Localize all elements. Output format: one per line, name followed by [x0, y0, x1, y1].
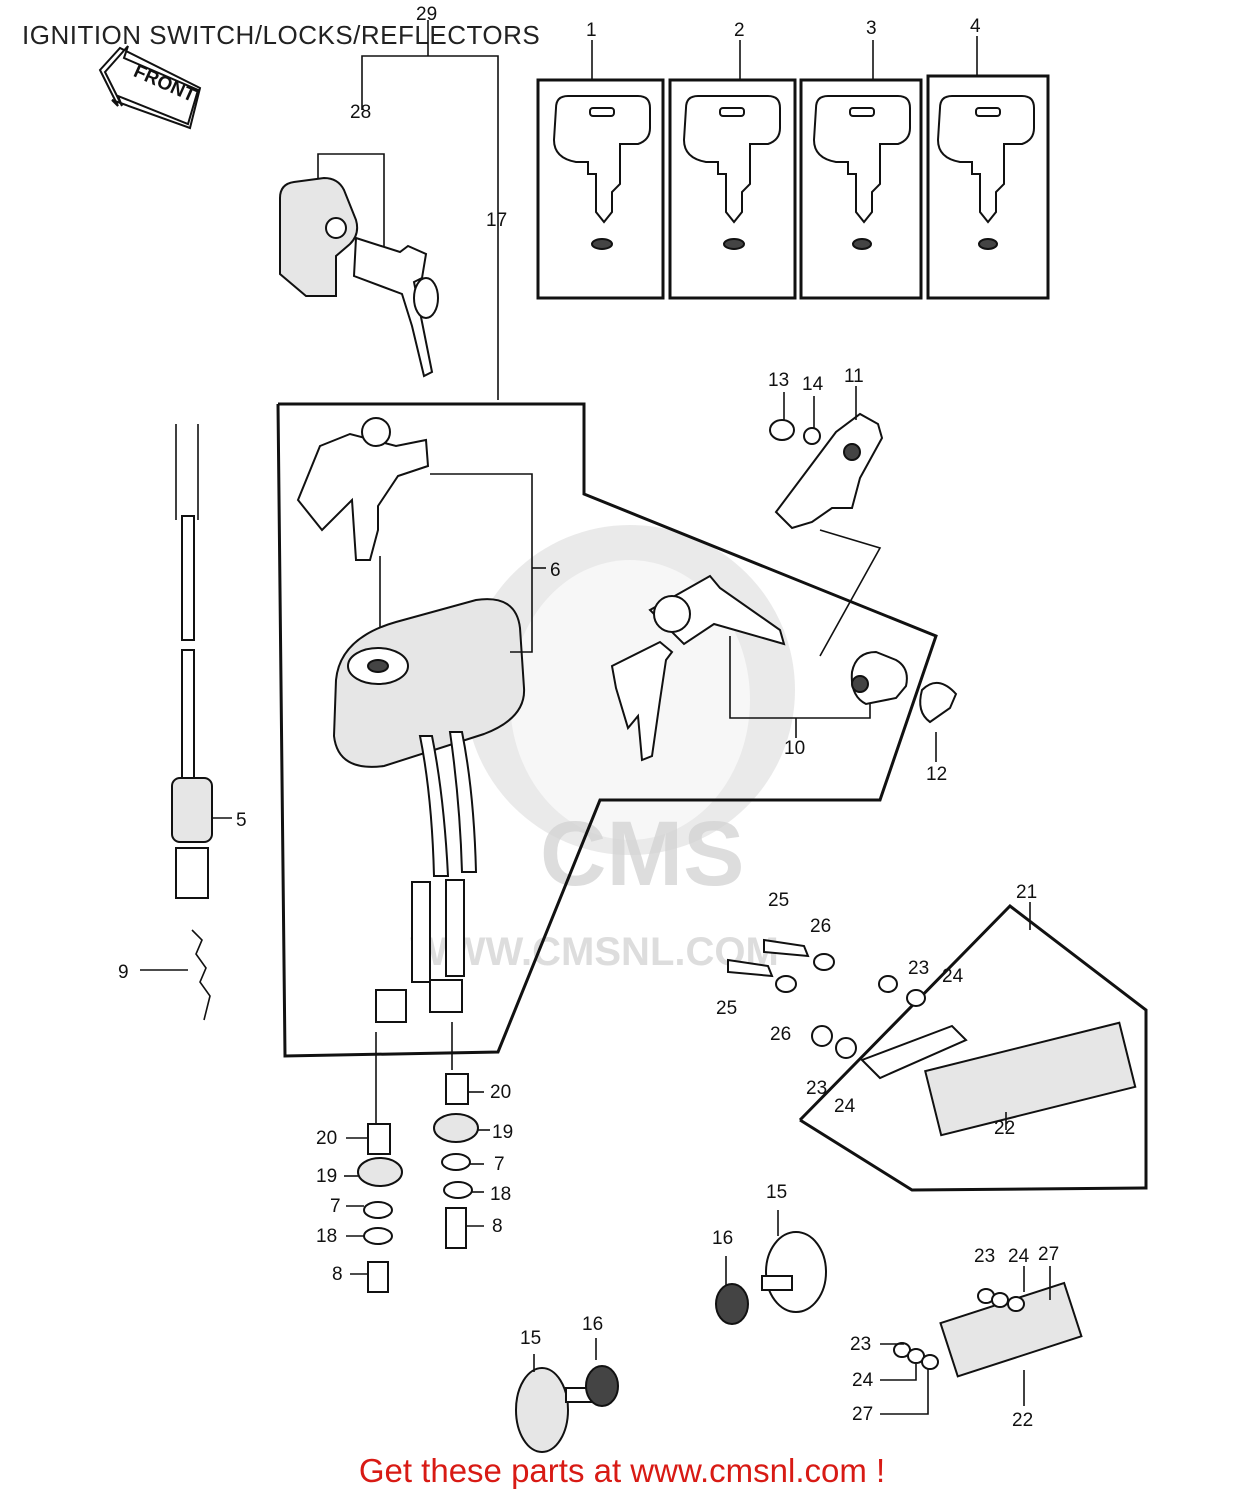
watermark: CMS WWW.CMSNL.COM	[410, 525, 795, 974]
callout-17: 17	[486, 210, 507, 231]
key-plate-1	[536, 78, 665, 300]
callout-16-lower: 16	[582, 1314, 603, 1335]
callout-9: 9	[118, 962, 129, 983]
watermark-url: WWW.CMSNL.COM	[410, 930, 779, 974]
callout-22-lower: 22	[1012, 1410, 1033, 1431]
ignition-switch-body	[296, 417, 546, 1130]
callout-5: 5	[236, 810, 247, 831]
callout-21: 21	[1016, 882, 1037, 903]
ignition-enclosure	[276, 402, 938, 1058]
callout-28: 28	[350, 102, 371, 123]
callout-16-upper: 16	[712, 1228, 733, 1249]
callout-13: 13	[768, 370, 789, 391]
callout-19-left: 19	[316, 1166, 337, 1187]
callout-11: 11	[844, 366, 864, 387]
callout-26-lower: 26	[770, 1024, 791, 1045]
reflector-15-upper	[715, 1210, 827, 1325]
key-plate-2	[668, 78, 797, 300]
key-plate-4	[926, 74, 1050, 300]
callout-labels: 29 28 17 1 2 3 4 13 14 11 6 5 9 10 12 21…	[118, 4, 1059, 1431]
callout-12: 12	[926, 764, 947, 785]
callout-6: 6	[550, 560, 561, 581]
callout-20-right: 20	[490, 1082, 511, 1103]
callout-23-upper: 23	[908, 958, 929, 979]
page-title: IGNITION SWITCH/LOCKS/REFLECTORS	[22, 20, 541, 50]
grommet-stack-left	[357, 1123, 403, 1293]
callout-22-upper: 22	[994, 1118, 1015, 1139]
footer-link-text[interactable]: Get these parts at www.cmsnl.com !	[358, 1452, 886, 1489]
callout-2: 2	[734, 20, 745, 41]
callout-24-upper: 24	[942, 966, 964, 987]
callout-27-right: 27	[1038, 1244, 1059, 1265]
lock-key-set	[610, 574, 958, 762]
watermark-logo: CMS	[540, 803, 744, 905]
cover-plate-assembly	[769, 386, 884, 657]
callout-19-right: 19	[492, 1122, 513, 1143]
grommet-stack-right	[433, 1073, 479, 1249]
callout-4: 4	[970, 16, 981, 37]
callout-20-left: 20	[316, 1128, 337, 1149]
callout-7-right: 7	[494, 1154, 505, 1175]
seat-lock-assembly	[279, 176, 439, 378]
callout-29: 29	[416, 4, 437, 25]
callout-24-bottom: 24	[852, 1370, 874, 1391]
callout-23-bottom: 23	[850, 1334, 871, 1355]
callout-24-lower: 24	[834, 1096, 856, 1117]
callout-23-right: 23	[974, 1246, 995, 1267]
callout-3: 3	[866, 18, 877, 39]
callout-7-left: 7	[330, 1196, 341, 1217]
callout-27-bottom: 27	[852, 1404, 873, 1425]
callout-24-right: 24	[1008, 1246, 1030, 1267]
reflector-22-lower	[880, 1266, 1083, 1415]
callout-15-upper: 15	[766, 1182, 787, 1203]
callout-25-upper: 25	[768, 890, 789, 911]
callout-18-left: 18	[316, 1226, 337, 1247]
callout-23-lower: 23	[806, 1078, 827, 1099]
key-plate-3	[799, 78, 923, 300]
callout-14: 14	[802, 374, 824, 395]
callout-1: 1	[586, 20, 597, 41]
reflector-21-assembly	[727, 902, 1148, 1192]
reflector-15-lower	[515, 1338, 619, 1453]
callout-8-left: 8	[332, 1264, 343, 1285]
callout-26-upper: 26	[810, 916, 831, 937]
callout-8-right: 8	[492, 1216, 503, 1237]
front-arrow-icon: FRONT	[98, 45, 202, 130]
callout-10: 10	[784, 738, 805, 759]
leader-lines-misc	[344, 1091, 490, 1275]
callout-25-lower: 25	[716, 998, 737, 1019]
callout-15-lower: 15	[520, 1328, 541, 1349]
callout-18-right: 18	[490, 1184, 511, 1205]
wire-harness	[140, 424, 232, 1021]
